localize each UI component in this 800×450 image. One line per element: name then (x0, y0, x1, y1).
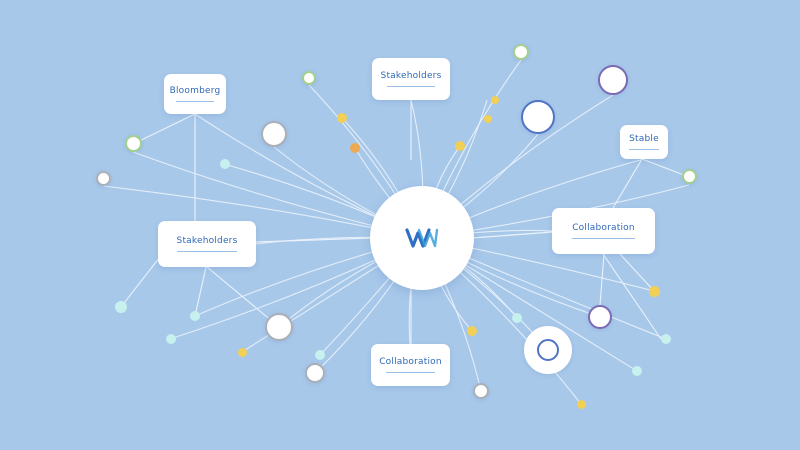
node-label: Bloomberg (169, 86, 221, 96)
dot-node (238, 348, 247, 357)
dot-node (484, 115, 492, 123)
ring-node (473, 383, 489, 399)
dot-node (220, 159, 230, 169)
ring-node (96, 171, 111, 186)
dot-node (649, 286, 660, 297)
dot-node (512, 313, 522, 323)
connection-line (255, 237, 373, 243)
ring-node (513, 44, 529, 60)
w-logo-icon (405, 228, 439, 248)
ring-node (682, 169, 697, 184)
ring-node (521, 100, 555, 134)
ring-node (305, 363, 325, 383)
node-card-right-mid: Collaboration (552, 208, 655, 254)
label-underline (571, 238, 636, 239)
dot-node (661, 334, 671, 344)
dot-node (115, 301, 127, 313)
connection-line (619, 253, 655, 292)
node-label: Collaboration (572, 223, 635, 233)
dot-node (455, 141, 465, 151)
connection-line (599, 253, 605, 306)
node-label: Stakeholders (380, 71, 442, 81)
node-label: Stable (629, 134, 659, 144)
ring-node (125, 135, 142, 152)
label-underline (386, 86, 436, 87)
dot-node (577, 400, 586, 409)
ring-node (598, 65, 628, 95)
dot-node (467, 326, 477, 336)
connection-line (641, 158, 690, 178)
connection-line (132, 113, 196, 145)
dot-node (632, 366, 642, 376)
label-underline (176, 251, 238, 252)
node-card-right-top: Stable (620, 125, 668, 159)
node-label: Stakeholders (176, 236, 238, 246)
ring-node (302, 71, 316, 85)
connection-line (206, 266, 280, 328)
ring-node (265, 313, 293, 341)
ring-node (261, 121, 287, 147)
connection-line (612, 158, 643, 209)
node-card-bottom-center: Collaboration (371, 344, 450, 386)
dot-node (315, 350, 325, 360)
connection-line (471, 231, 553, 239)
connection-line (602, 253, 662, 340)
dot-node (190, 311, 200, 321)
ring-node-inner (537, 339, 559, 361)
node-label: Collaboration (379, 357, 442, 367)
connection-line (194, 266, 207, 317)
node-card-top-left: Bloomberg (164, 74, 226, 114)
label-underline (629, 149, 659, 150)
central-hub (370, 186, 474, 290)
label-underline (175, 101, 215, 102)
dot-node (166, 334, 176, 344)
dot-node (491, 96, 499, 104)
node-card-left-mid: Stakeholders (158, 221, 256, 267)
dot-node (350, 143, 360, 153)
node-card-top-center: Stakeholders (372, 58, 450, 100)
label-underline (386, 372, 435, 373)
ring-node (588, 305, 612, 329)
dot-node (337, 113, 347, 123)
